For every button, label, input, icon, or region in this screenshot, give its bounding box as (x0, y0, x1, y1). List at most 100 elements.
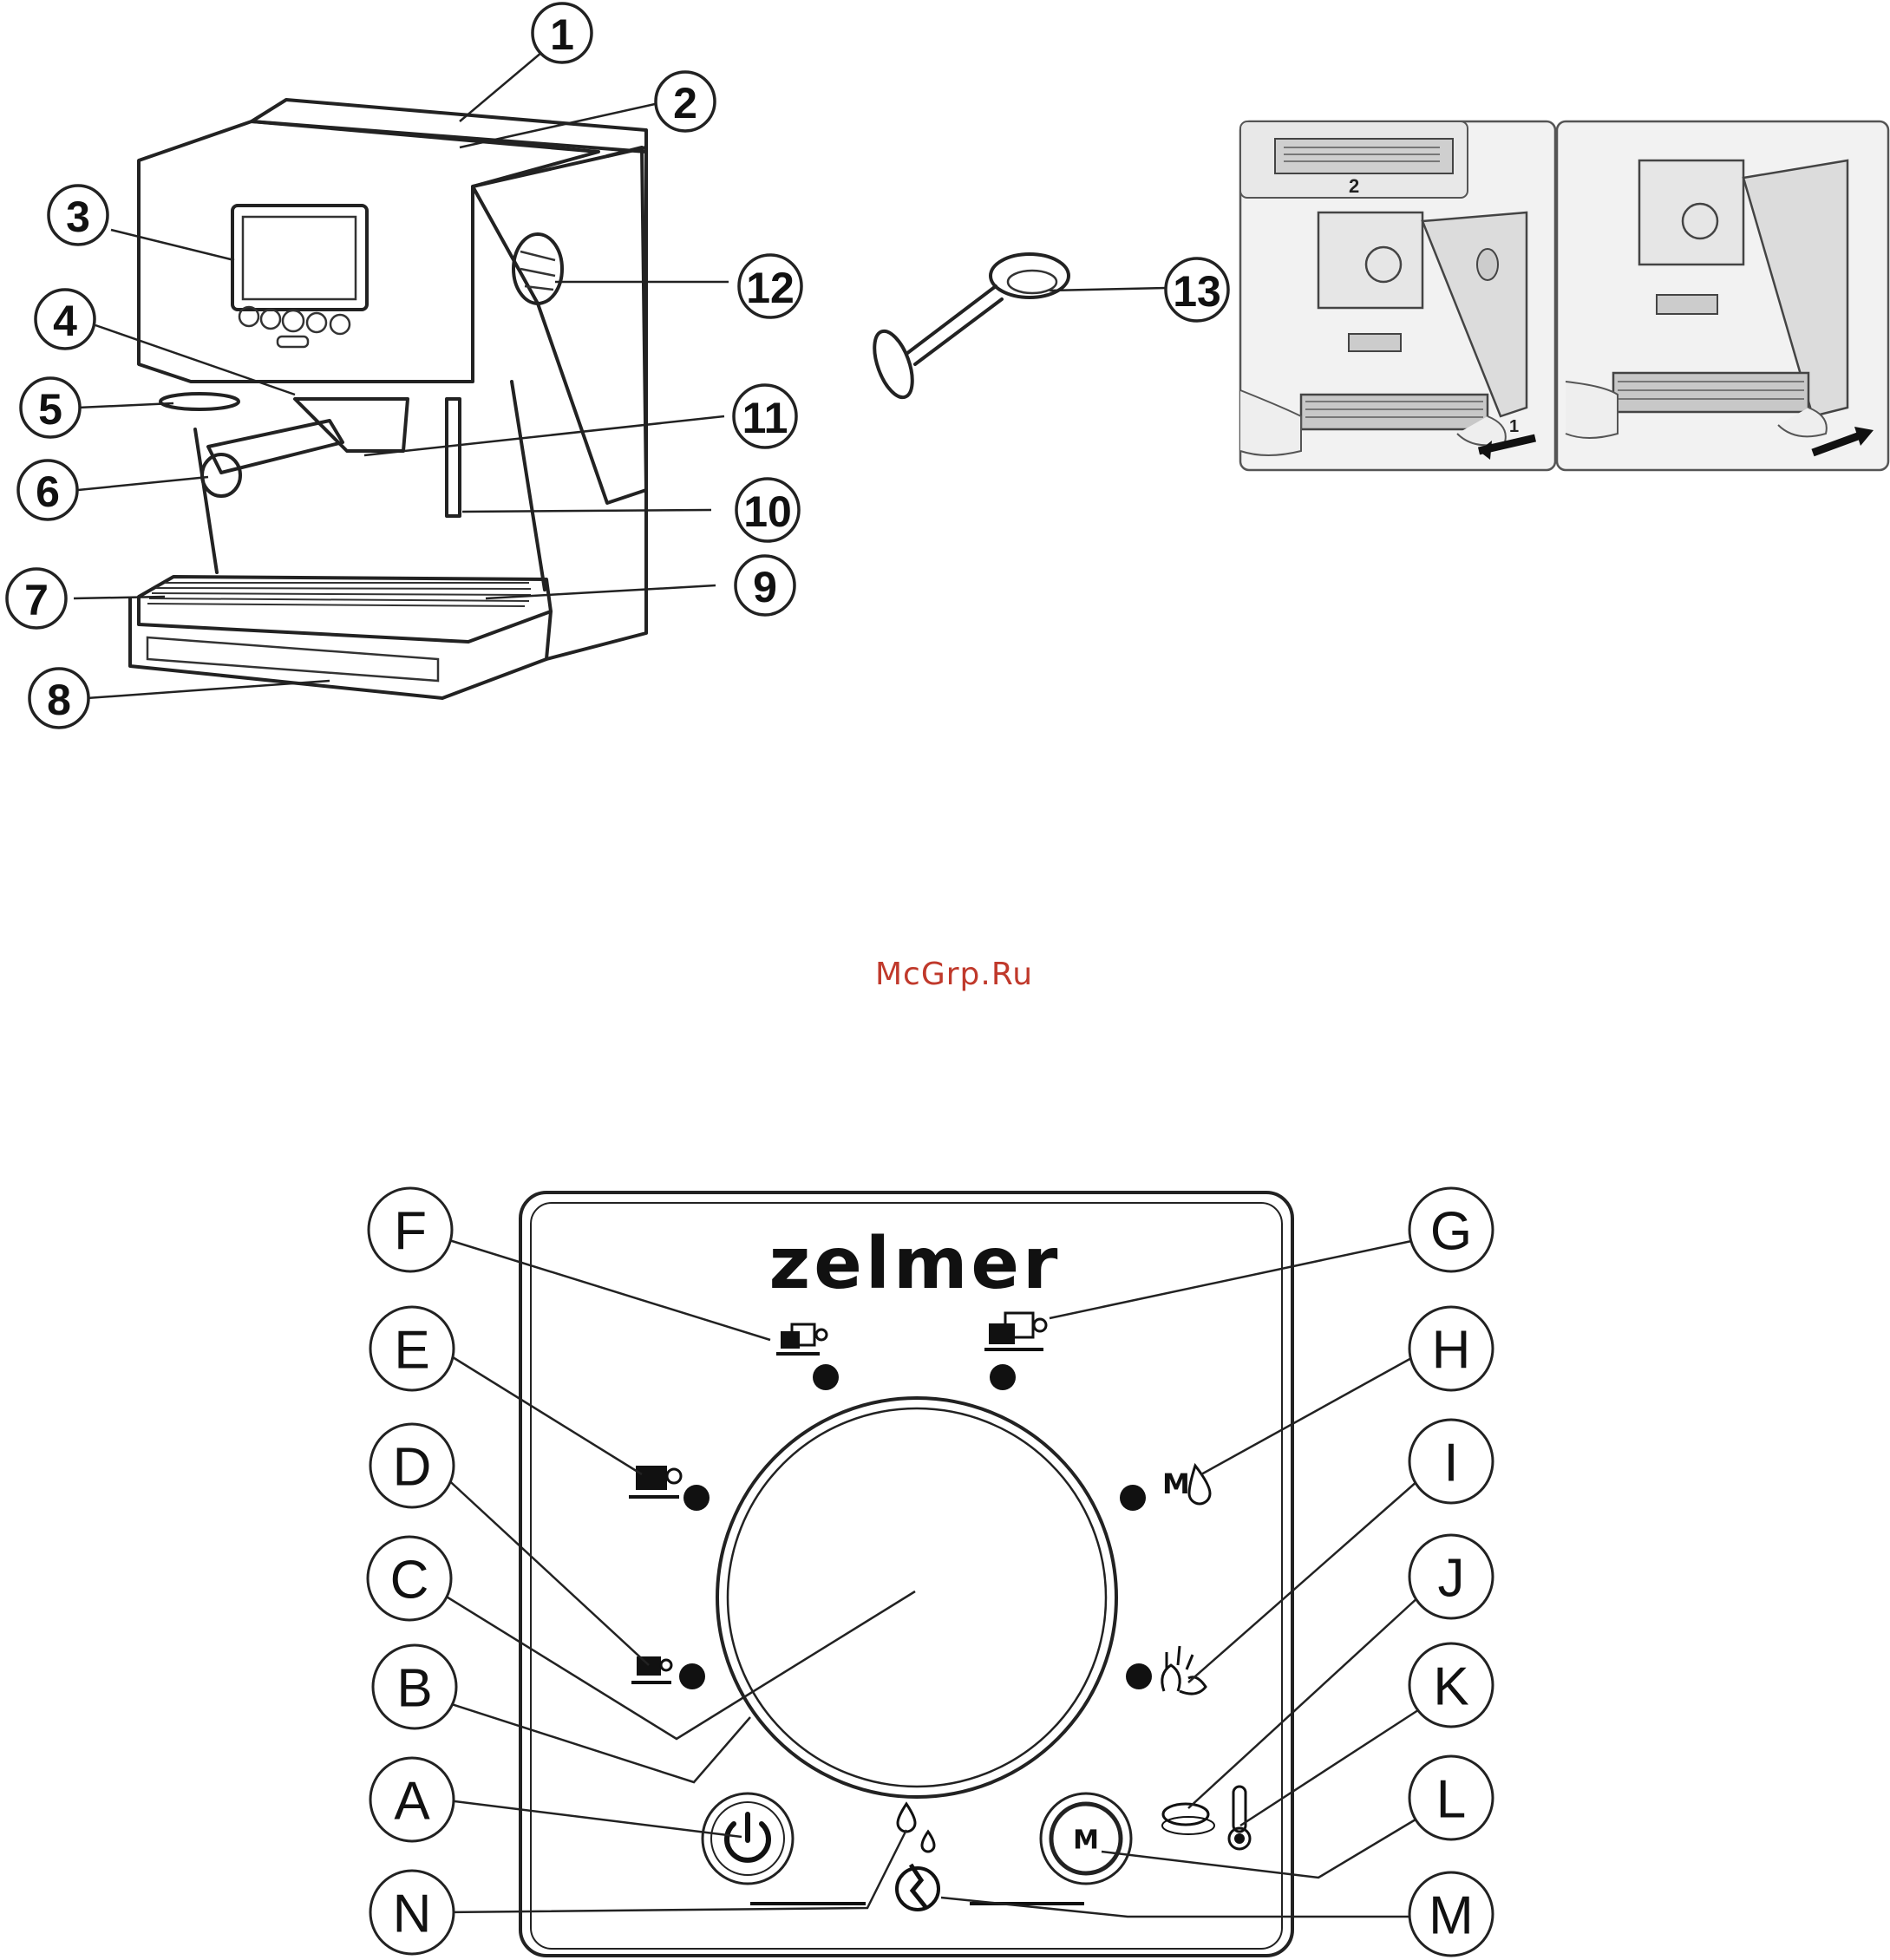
thermometer-icon (1229, 1787, 1250, 1849)
indicator-dot-e (683, 1485, 710, 1511)
grate-lines (147, 583, 531, 606)
callout-6: 6 (18, 461, 77, 519)
callout-label-2: 2 (673, 79, 697, 127)
callout-10: 10 (736, 479, 799, 541)
letter-label-m: M (1429, 1886, 1474, 1946)
m-button[interactable]: M (1041, 1793, 1131, 1884)
base-right (546, 490, 646, 659)
letter-label-b: B (396, 1659, 432, 1719)
callout-8: 8 (29, 669, 88, 728)
m-button-icon: M (1073, 1826, 1099, 1856)
letter-e: E (370, 1307, 454, 1390)
letter-m: M (1409, 1872, 1493, 1956)
small-cup-icon (631, 1656, 671, 1682)
callout-label-10: 10 (743, 487, 792, 536)
callout-3: 3 (49, 186, 108, 245)
callout-9: 9 (736, 556, 795, 615)
letter-i: I (1409, 1420, 1493, 1503)
letter-g: G (1409, 1188, 1493, 1271)
back-outline (607, 147, 646, 490)
cup-support (160, 394, 239, 409)
step-label-1: 1 (1509, 417, 1519, 436)
brand-logo: zelmer (769, 1223, 1062, 1305)
front-leg (195, 429, 217, 572)
manual-mode-label: M (1162, 1467, 1190, 1500)
letter-label-d: D (393, 1438, 432, 1498)
panel-outer-frame (520, 1192, 1292, 1956)
drip-grate (139, 577, 551, 642)
callout-5: 5 (21, 378, 80, 437)
callout-label-12: 12 (746, 264, 795, 312)
callout-2: 2 (656, 72, 715, 131)
panel-leaders (438, 1240, 1425, 1917)
callout-label-3: 3 (66, 193, 90, 241)
indicator-dot-i (1126, 1663, 1152, 1689)
descale-icon (1162, 1804, 1214, 1834)
letter-label-g: G (1430, 1202, 1472, 1262)
espresso-machine-drawing (130, 100, 646, 698)
callout-label-13: 13 (1173, 267, 1221, 316)
tamper-spoon-drawing (867, 254, 1069, 402)
side-leg (512, 382, 545, 590)
letter-label-n: N (393, 1885, 432, 1944)
control-buttons (239, 307, 350, 347)
letter-label-l: L (1436, 1770, 1466, 1830)
callout-label-6: 6 (36, 467, 60, 516)
callout-7: 7 (7, 569, 66, 628)
letter-label-c: C (390, 1551, 429, 1610)
callout-label-5: 5 (38, 385, 62, 434)
letter-k: K (1409, 1643, 1493, 1727)
water-drop-icon (898, 1804, 915, 1832)
callout-label-8: 8 (47, 676, 71, 724)
display-screen (232, 206, 367, 310)
selector-dial[interactable] (728, 1408, 1106, 1787)
callout-label-9: 9 (753, 563, 777, 611)
letter-label-f: F (394, 1202, 427, 1262)
indicator-dot-d (679, 1663, 705, 1689)
letter-l: L (1409, 1756, 1493, 1839)
letter-label-j: J (1438, 1549, 1465, 1609)
callout-12: 12 (739, 255, 801, 317)
no-water-indicator-icon (897, 1865, 938, 1910)
letter-label-e: E (394, 1321, 429, 1381)
letter-label-h: H (1432, 1321, 1471, 1381)
callout-4: 4 (36, 290, 95, 349)
power-icon (727, 1814, 768, 1860)
small-drop-icon (922, 1832, 934, 1852)
letter-a: A (370, 1758, 454, 1841)
drip-tray-body (130, 598, 551, 698)
steam-icon (1162, 1646, 1206, 1694)
letter-j: J (1409, 1535, 1493, 1618)
indicator-dot-h (1120, 1485, 1146, 1511)
callout-label-4: 4 (53, 297, 77, 345)
letter-d: D (370, 1424, 454, 1507)
drip-tray-window (147, 637, 438, 681)
callout-11: 11 (734, 385, 796, 448)
two-large-cups-icon (984, 1313, 1046, 1349)
callout-label-7: 7 (24, 576, 49, 624)
indicator-dot-g (990, 1364, 1016, 1390)
callout-label-1: 1 (550, 10, 574, 59)
letter-label-i: I (1443, 1434, 1458, 1493)
control-panel-drawing: zelmer (520, 1192, 1292, 1956)
letter-label-k: K (1433, 1657, 1468, 1717)
indicator-dot-f (813, 1364, 839, 1390)
side-panel-outline (473, 147, 646, 503)
steam-knob (513, 234, 562, 304)
letter-c: C (368, 1537, 451, 1620)
display-inner (243, 217, 356, 299)
watermark-text: McGrp.Ru (859, 957, 1050, 992)
steam-wand (447, 399, 460, 516)
portafilter-grip (202, 454, 240, 496)
callout-label-11: 11 (742, 394, 788, 442)
letter-label-a: A (394, 1772, 430, 1832)
drip-tray-illustration: 2 1 (1240, 121, 1888, 470)
selector-dial-ring (717, 1398, 1116, 1797)
callout-13: 13 (1166, 258, 1228, 321)
letter-n: N (370, 1871, 454, 1954)
letter-h: H (1409, 1307, 1493, 1390)
power-button[interactable] (703, 1793, 793, 1884)
callout-1: 1 (533, 3, 592, 62)
panel-inner-frame (531, 1203, 1282, 1949)
step-label-2: 2 (1349, 175, 1359, 197)
